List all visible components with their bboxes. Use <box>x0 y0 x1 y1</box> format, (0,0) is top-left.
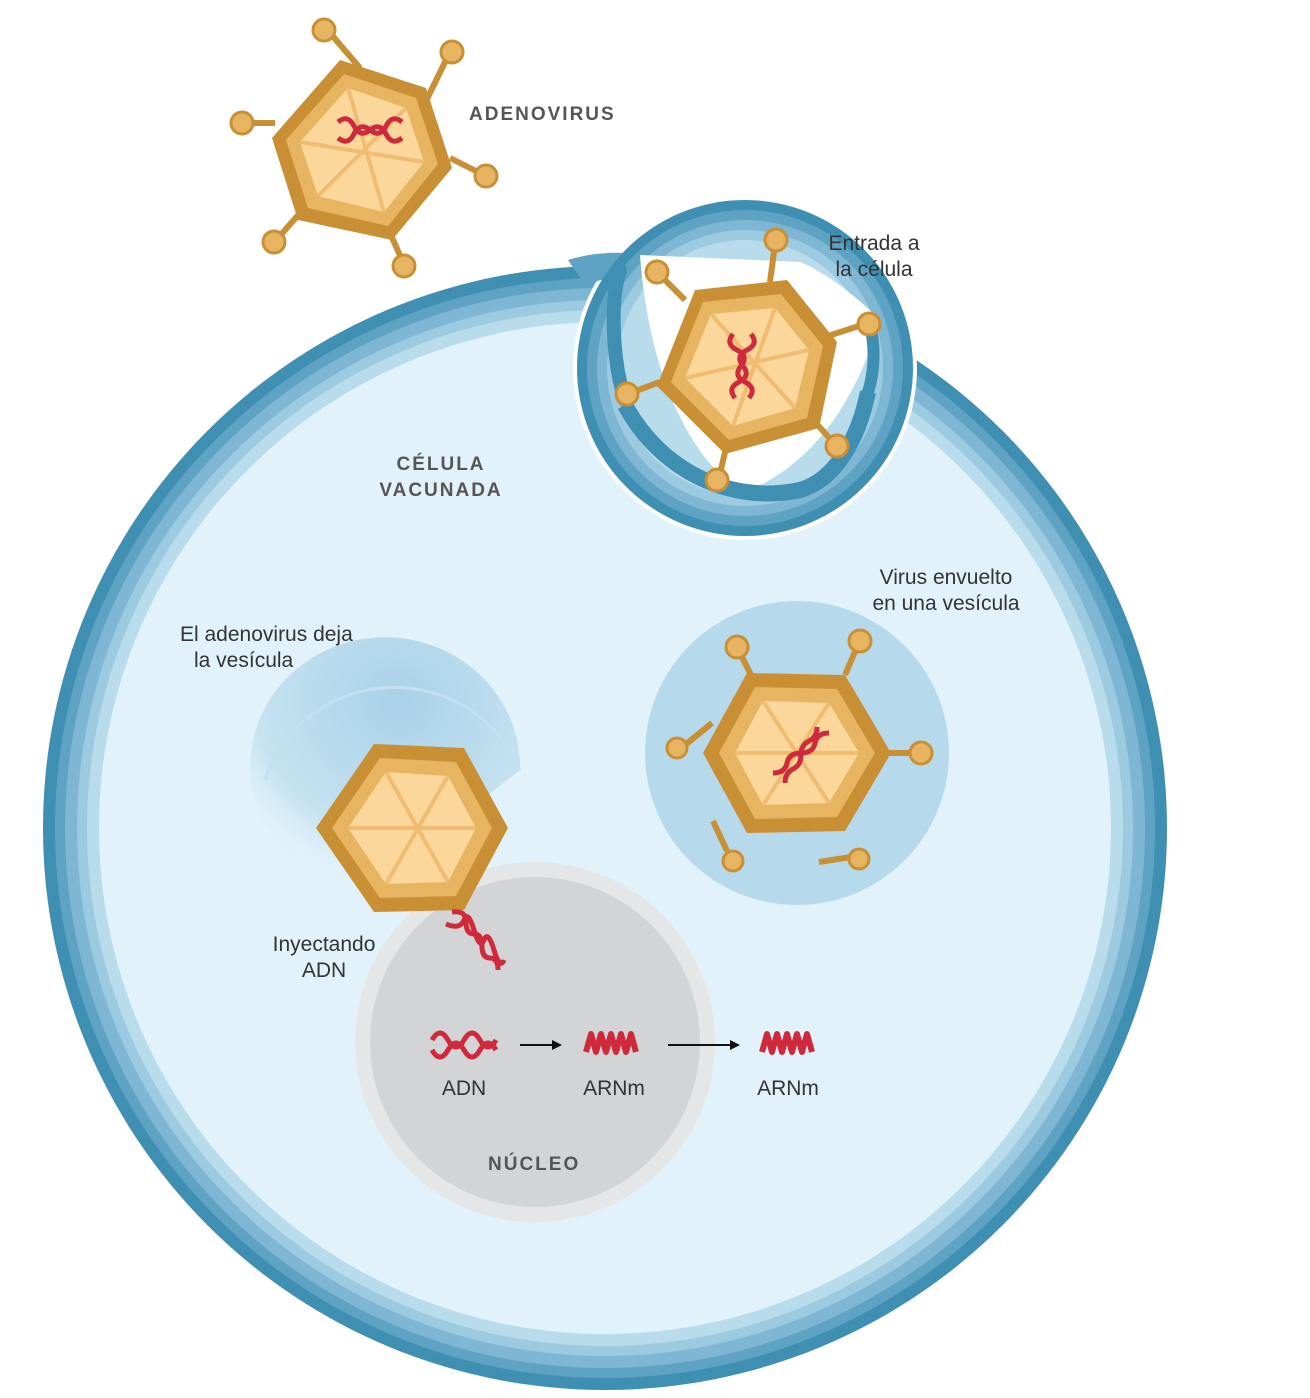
adenovirus-in-vesicle <box>665 628 934 873</box>
viral-dna-icon <box>727 332 757 400</box>
nucleus <box>355 862 715 1222</box>
label-entrada: Entrada a la célula <box>822 231 926 283</box>
adenovirus-entering <box>614 227 882 493</box>
arrow-dna-to-mrna <box>520 1040 562 1050</box>
label-celula-vacunada: CÉLULA VACUNADA <box>372 452 510 504</box>
cytoplasm <box>99 322 1111 1334</box>
label-inyectando-line1: Inyectando <box>272 933 376 956</box>
mrna-nucleus-icon <box>583 1031 639 1055</box>
label-inyectando-line2: ADN <box>301 959 347 982</box>
adenovirus-injecting <box>316 744 508 912</box>
label-arnm-nucleus: ARNm <box>583 1077 645 1100</box>
label-deja-line1: El adenovirus deja <box>180 623 353 646</box>
mrna-cytoplasm-icon <box>759 1031 815 1055</box>
arrow-mrna-export <box>668 1040 740 1050</box>
label-vesicula-line1: Virus envuelto <box>879 566 1013 589</box>
label-nucleo: NÚCLEO <box>488 1154 581 1175</box>
label-deja-vesicula: El adenovirus deja la vesícula <box>180 622 353 674</box>
label-adn: ADN <box>441 1077 487 1100</box>
label-celula-line2: VACUNADA <box>379 480 503 501</box>
label-adenovirus: ADENOVIRUS <box>469 104 616 125</box>
cell-membrane <box>43 266 1167 1390</box>
label-virus-vesicula: Virus envuelto en una vesícula <box>862 565 1030 617</box>
adenovirus-free <box>229 17 499 279</box>
label-deja-line2: la vesícula <box>194 649 294 672</box>
label-entrada-line2: la célula <box>835 258 913 281</box>
label-entrada-line1: Entrada a <box>828 232 920 255</box>
label-arnm-cytoplasm: ARNm <box>757 1077 819 1100</box>
label-vesicula-line2: en una vesícula <box>872 592 1020 615</box>
viral-dna-icon <box>336 116 404 144</box>
label-inyectando: Inyectando ADN <box>266 932 382 984</box>
injected-dna-icon <box>445 909 507 971</box>
nuclear-dna-icon <box>429 1030 499 1060</box>
viral-dna-icon <box>772 726 830 784</box>
label-celula-line1: CÉLULA <box>396 454 486 475</box>
